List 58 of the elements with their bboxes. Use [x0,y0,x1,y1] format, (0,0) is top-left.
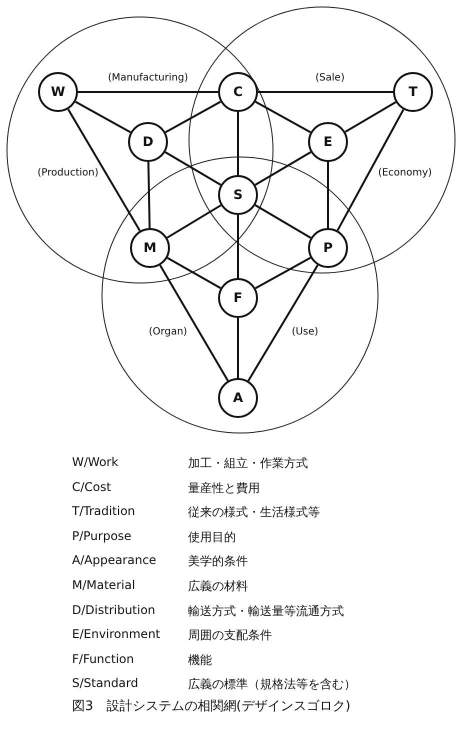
connector-line [344,101,396,133]
legend-description: 広義の標準（規格法等を含む） [188,676,356,694]
legend-description: 美学的条件 [188,553,248,570]
connector-line [147,162,151,228]
connector-line [254,151,312,186]
letter-circle: C [218,72,258,112]
connector-line [237,215,239,278]
connector-line [165,100,221,134]
edge-label: (Production) [36,168,100,178]
legend-description: 周囲の支配条件 [188,627,272,644]
letter-circle: D [128,122,168,162]
legend-term: W/Work [72,455,118,469]
connector-line [237,318,239,378]
legend-description: 広義の材料 [188,578,248,595]
legend-term: T/Tradition [72,504,136,518]
connector-line [327,162,329,228]
legend-description: 輸送方式・輸送量等流通方式 [188,602,344,620]
letter-circle: W [38,72,78,112]
connector-line [159,264,229,382]
edge-label: (Sale) [314,72,346,84]
caption: 図3 設計システムの相関網(デザインスゴロク) [72,698,350,715]
legend-term: E/Environment [72,627,160,642]
letter-circle: P [308,228,348,268]
legend-description: 使用目的 [188,528,236,546]
legend-term: D/Distribution [72,602,156,617]
connector-line [75,100,131,134]
letter-circle: T [393,72,433,112]
letter-circle: F [218,278,258,318]
legend-description: 加工・組立・作業方式 [188,455,308,472]
legend-term: A/Appearance [72,553,156,568]
connector-line [336,109,404,231]
connector-line [67,108,141,232]
connector-line [258,91,393,93]
connector-line [166,204,222,239]
connector-line [255,256,311,290]
letter-circle: A [218,378,258,418]
legend-term: C/Cost [72,480,112,494]
edge-label: (Organ) [148,326,188,338]
connector-line [78,91,218,93]
legend-term: S/Standard [72,676,138,690]
connector-line [255,100,311,134]
connector-line [164,151,222,186]
legend-description: 従来の様式・生活様式等 [188,504,320,522]
legend-description: 機能 [188,652,212,669]
letter-circle: E [308,122,348,162]
legend-term: P/Purpose [72,528,132,543]
edge-label: (Use) [290,326,320,338]
connector-line [247,264,319,382]
letter-circle: M [130,228,170,268]
legend-term: F/Function [72,652,134,666]
edge-label: (Manufacturing) [106,72,190,84]
connector-line [254,204,312,239]
connector-line [166,257,222,289]
letter-circle: S [218,175,258,215]
legend-description: 量産性と費用 [188,480,260,497]
connector-line [237,112,239,175]
edge-label: (Economy) [377,168,433,178]
legend-term: M/Material [72,578,136,592]
